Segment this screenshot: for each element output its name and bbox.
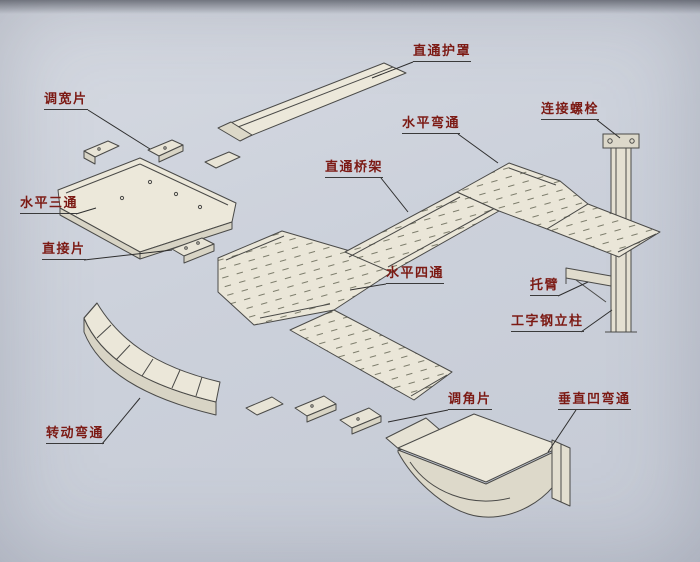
label-i-beam-column: 工字钢立柱 bbox=[511, 314, 584, 332]
leader-lines bbox=[75, 61, 621, 453]
support-arm-part bbox=[565, 267, 612, 303]
label-connecting-bolt: 连接螺栓 bbox=[541, 102, 600, 120]
right-tray-part bbox=[546, 203, 661, 258]
label-angle-adjust-piece: 调角片 bbox=[448, 392, 492, 410]
label-support-arm: 托臂 bbox=[530, 278, 560, 296]
label-direct-piece: 直接片 bbox=[42, 242, 86, 260]
label-straight-cover: 直通护罩 bbox=[413, 44, 472, 62]
width-adjust-pieces bbox=[83, 139, 241, 169]
horizontal-tee-part bbox=[57, 157, 237, 260]
straight-cover-part bbox=[217, 62, 407, 142]
straight-tray-part bbox=[344, 191, 500, 273]
direct-piece-part bbox=[171, 237, 215, 264]
rotating-bend-part bbox=[83, 302, 221, 416]
label-horizontal-bend: 水平弯通 bbox=[402, 116, 461, 134]
label-straight-tray: 直通桥架 bbox=[325, 160, 384, 178]
label-horizontal-tee: 水平三通 bbox=[20, 196, 79, 214]
label-horizontal-cross: 水平四通 bbox=[386, 266, 445, 284]
angle-adjust-pieces bbox=[245, 395, 382, 435]
label-rotating-bend: 转动弯通 bbox=[46, 426, 105, 444]
label-width-adjust-piece: 调宽片 bbox=[44, 92, 88, 110]
vertical-concave-bend-part bbox=[385, 413, 571, 518]
label-vertical-concave-bend: 垂直凹弯通 bbox=[558, 392, 631, 410]
bottom-tray-part bbox=[289, 309, 453, 401]
horizontal-cross-part bbox=[217, 230, 393, 326]
